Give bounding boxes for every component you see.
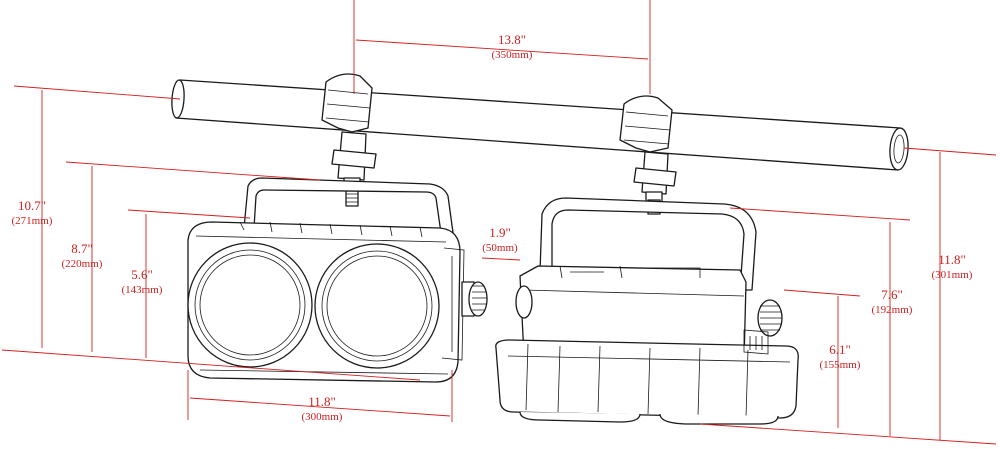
height-with-pipe-imperial: 10.7" (18, 198, 46, 213)
height-with-bracket-metric: (220mm) (62, 258, 103, 270)
height-with-pipe-metric: (271mm) (12, 215, 53, 227)
left-clamp (321, 73, 377, 207)
side-fixture (495, 197, 799, 425)
height-with-bracket-imperial: 8.7" (71, 241, 93, 256)
overall-height-side-metric: (301mm) (932, 269, 973, 281)
mounting-pipe (171, 79, 909, 171)
front-width-metric: (300mm) (302, 411, 343, 423)
dimension-labels: 13.8" (350mm) 10.7" (271mm) 8.7" (220mm)… (12, 32, 973, 423)
overall-height-side-imperial: 11.8" (938, 252, 966, 267)
front-fixture (187, 177, 488, 383)
side-body-height-imperial: 6.1" (829, 342, 851, 357)
side-body-height-metric: (155mm) (820, 359, 861, 371)
right-clamp (619, 95, 677, 215)
body-height-imperial: 5.6" (131, 267, 153, 282)
clamp-spacing-metric: (350mm) (492, 49, 533, 61)
clamp-spacing-imperial: 13.8" (498, 32, 526, 47)
side-gap-imperial: 1.9" (489, 225, 511, 240)
front-width-imperial: 11.8" (308, 394, 336, 409)
side-bracket-height-metric: (192mm) (872, 304, 913, 316)
side-gap-metric: (50mm) (482, 242, 518, 254)
body-height-metric: (143mm) (122, 284, 163, 296)
side-bracket-height-imperial: 7.6" (881, 287, 903, 302)
